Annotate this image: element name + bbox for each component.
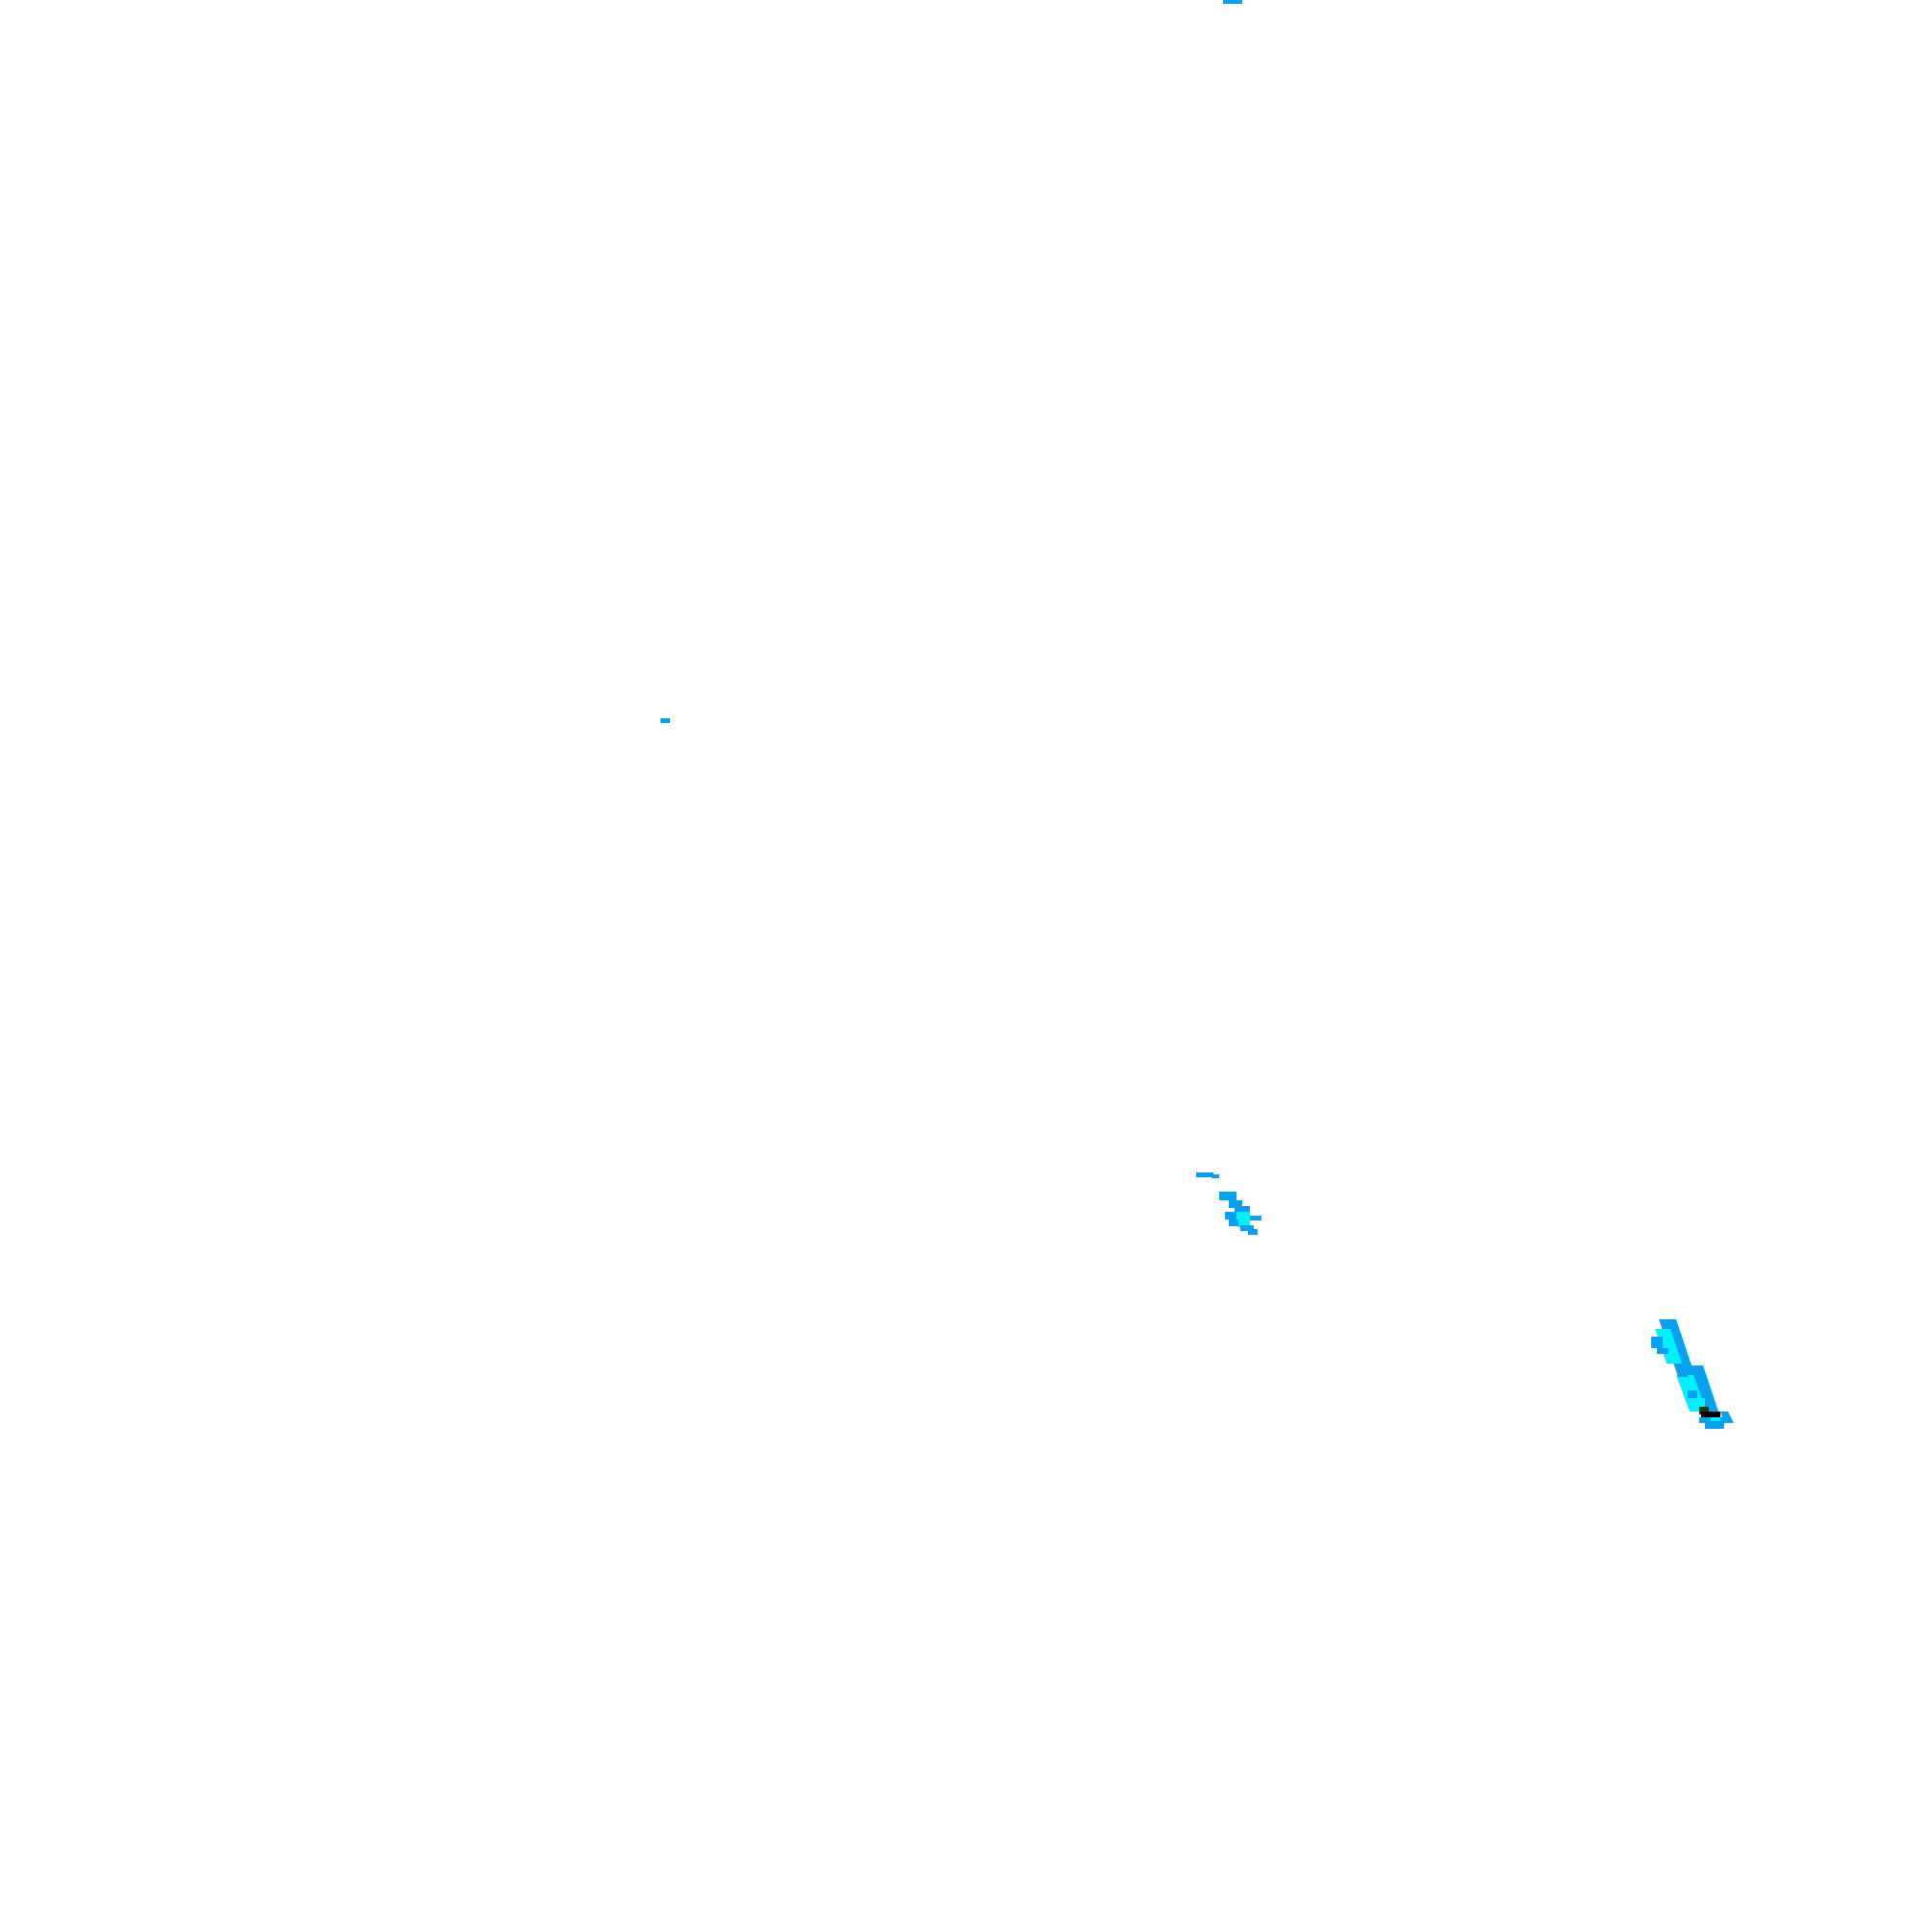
cluster-cell	[1236, 1212, 1250, 1220]
cluster-cell	[1235, 1206, 1250, 1214]
central-cluster	[1196, 1172, 1261, 1235]
cluster-cell	[1250, 1216, 1261, 1220]
streak-dark-core	[1699, 1407, 1709, 1414]
streak-notch	[1651, 1337, 1663, 1348]
streak-notch	[1678, 1371, 1688, 1377]
streak-dark-core	[1701, 1412, 1720, 1417]
cluster-cell	[1219, 1192, 1236, 1200]
streak-tail-tip	[1720, 1412, 1734, 1423]
cluster-cell	[1212, 1174, 1219, 1178]
streak-tail	[1711, 1417, 1720, 1421]
streak-tail	[1705, 1423, 1724, 1429]
cluster-cell	[1229, 1220, 1238, 1226]
fleck-cell	[1223, 0, 1242, 4]
speck-cell	[660, 718, 670, 723]
top-edge-fleck	[1223, 0, 1242, 4]
cluster-cell	[1238, 1220, 1250, 1227]
diagonal-streak	[1651, 1319, 1734, 1429]
cluster-cell	[1196, 1172, 1213, 1177]
streak-notch	[1657, 1348, 1668, 1354]
cluster-cell	[1225, 1212, 1236, 1220]
streak-notch	[1688, 1390, 1697, 1398]
isolated-speck	[660, 718, 670, 723]
cluster-cell	[1248, 1229, 1258, 1235]
streak-notch	[1692, 1398, 1705, 1406]
cluster-cell	[1240, 1225, 1254, 1231]
cluster-cell	[1229, 1200, 1242, 1208]
